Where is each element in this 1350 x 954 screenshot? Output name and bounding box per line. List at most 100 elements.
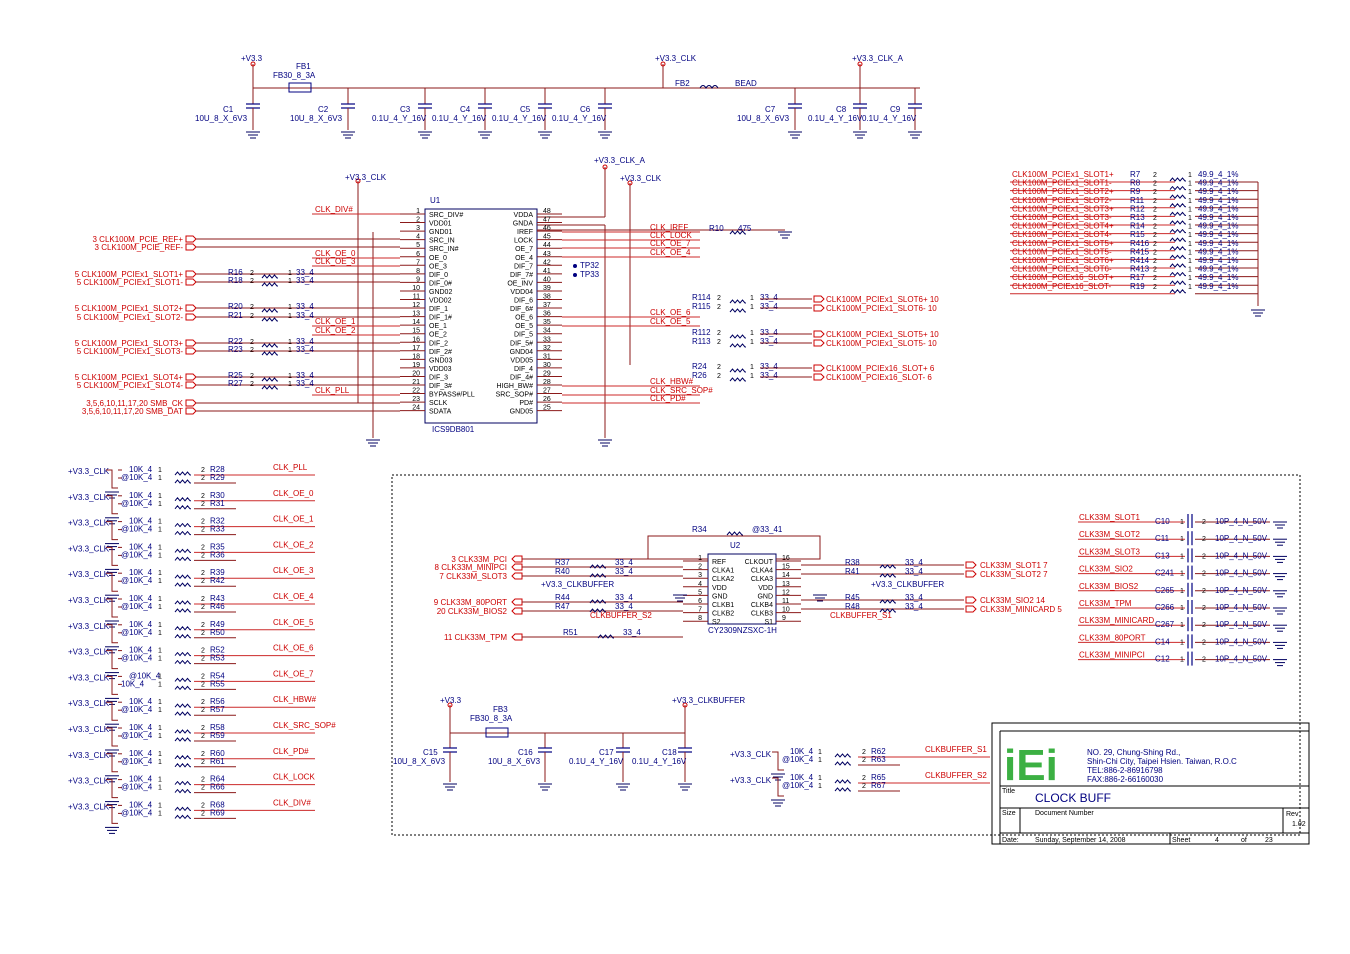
u1-pin-number: 6 [416,251,420,258]
net-label: CLK_DIV# [315,205,353,214]
resistor-icon [1169,254,1186,260]
term-net: CLK100M_PCIEx1_SLOT5+ [1012,239,1114,248]
cap-val: 10P_4_N_50V [1215,534,1268,543]
u1-pin-name: HIGH_BW# [496,383,533,390]
port-flag [185,278,197,286]
term-val: 49.9_4_1% [1198,273,1238,282]
resistor-ref: R26 [692,371,707,380]
strap-val-2: 10K_4 [121,679,145,688]
strap-val-2: @10K_4 [121,731,153,740]
cap-pin: 1 [1180,639,1184,646]
u1-pin-name: DIF_5# [510,340,533,347]
strap-pin: 2 [201,604,205,611]
resistor-icon [174,755,191,760]
bottom-cap-ref: C16 [518,748,533,757]
port-flag [813,330,825,338]
term-val: 49.9_4_1% [1198,230,1238,239]
resistor-pin: 2 [250,304,254,311]
strap-val-2: @10K_4 [121,808,153,817]
u2-pin-name: VDD [758,585,773,592]
bufsel-val-1: 10K_4 [790,747,814,756]
resistor-ref: R27 [228,379,243,388]
port-flag [965,605,977,613]
port-flag [185,235,197,243]
strap-ref-1: R28 [210,465,225,474]
u2-pin-number: 10 [782,607,790,614]
strap-ref-2: R36 [210,550,225,559]
u1-pin-number: 17 [412,345,420,352]
term-val: 49.9_4_1% [1198,247,1238,256]
strap-pin: 1 [158,527,162,534]
resistor-icon [261,308,278,313]
u1-pin-name: OE_7 [515,246,533,253]
cap-pin: 1 [1180,657,1184,664]
resistor-val: 33_4 [296,345,314,354]
port-flag [511,555,523,563]
u2-ref: U2 [730,541,741,550]
u1-pin-number: 21 [412,379,420,386]
resistor-ref: R24 [692,362,707,371]
resistor-val: 33_4 [296,302,314,311]
resistor-val: 33_4 [615,558,633,567]
bottom-cap-val: 10U_8_X_6V3 [393,757,446,766]
top-cap-ref: C2 [318,105,329,114]
resistor-icon [729,334,746,339]
bottom-cap-val: 10U_8_X_6V3 [488,757,541,766]
resistor-icon [174,479,191,484]
resistor-icon [1169,194,1186,199]
strap-pin: 2 [201,622,205,629]
term-val: 49.9_4_1% [1198,213,1238,222]
top-cap-ref: C4 [460,105,471,114]
u1-pin-name: GND02 [429,289,452,296]
resistor-val: 33_4 [615,602,633,611]
strap-net: CLK_OE_0 [273,489,314,498]
top-cap-ref: C1 [223,105,234,114]
net-label: CLK_HBW# [650,377,694,386]
term-pin: 2 [1153,258,1157,265]
port-label: CLK100M_PCIEx1_SLOT6+ 10 [826,295,939,304]
cap-ref: C266 [1155,603,1175,612]
cap-net: CLK33M_MINIPCI [1079,651,1145,660]
cap-pin: 2 [1202,553,1206,560]
u1-pin-number: 15 [412,328,420,335]
resistor-icon [1169,228,1186,234]
port-label: 3 CLK100M_PCIE_REF+ [93,235,184,244]
strap-pin: 1 [158,707,162,714]
term-pin: 1 [1188,258,1192,265]
port-label: 8 CLK33M_MINIPCI [435,563,507,572]
u1-pin-number: 44 [543,242,551,249]
net-label: CLK_OE_7 [650,239,691,248]
port-label: CLK100M_PCIEx16_SLOT- 6 [826,373,932,382]
u1-pin-name: OE_INV [507,280,533,287]
cap-pin: 2 [1202,588,1206,595]
top-cap-val: 0.1U_4_Y_16V [432,114,487,123]
net-label: CLK_PD# [650,394,686,403]
u2-pin-number: 8 [698,615,702,622]
company-logo: iEi [1004,741,1058,790]
u2-pin-number: 3 [698,572,702,579]
cap-net: CLK33M_80PORT [1079,633,1146,642]
resistor-pin: 1 [288,304,292,311]
term-pin: 1 [1188,224,1192,231]
u1-pin-number: 4 [416,234,420,241]
resistor-ref: R51 [563,628,578,637]
resistor-icon [834,787,851,792]
u1-pin-number: 48 [543,208,551,215]
resistor-pin: 1 [288,313,292,320]
term-net: CLK100M_PCIEx1_SLOT3- [1012,213,1112,222]
fb3-val: FB30_8_3A [470,714,513,723]
resistor-icon [1169,271,1186,277]
u2-pin-name: CLKB2 [712,611,734,618]
port-label: 9 CLK33M_80PORT [434,598,507,607]
resistor-pin: 2 [250,373,254,380]
resistor-icon [174,763,191,768]
port-flag [813,373,825,381]
u2-pin-number: 9 [782,615,786,622]
u1-pin-number: 10 [412,285,420,292]
net-label: CLK_OE_1 [315,317,356,326]
strap-val-1: 10K_4 [129,697,153,706]
strap-pin: 1 [158,725,162,732]
port-label: 3,5,6,10,11,17,20 SMB_CK [86,399,183,408]
u2-pin-name: S1 [764,619,773,626]
resistor-icon [174,659,191,665]
